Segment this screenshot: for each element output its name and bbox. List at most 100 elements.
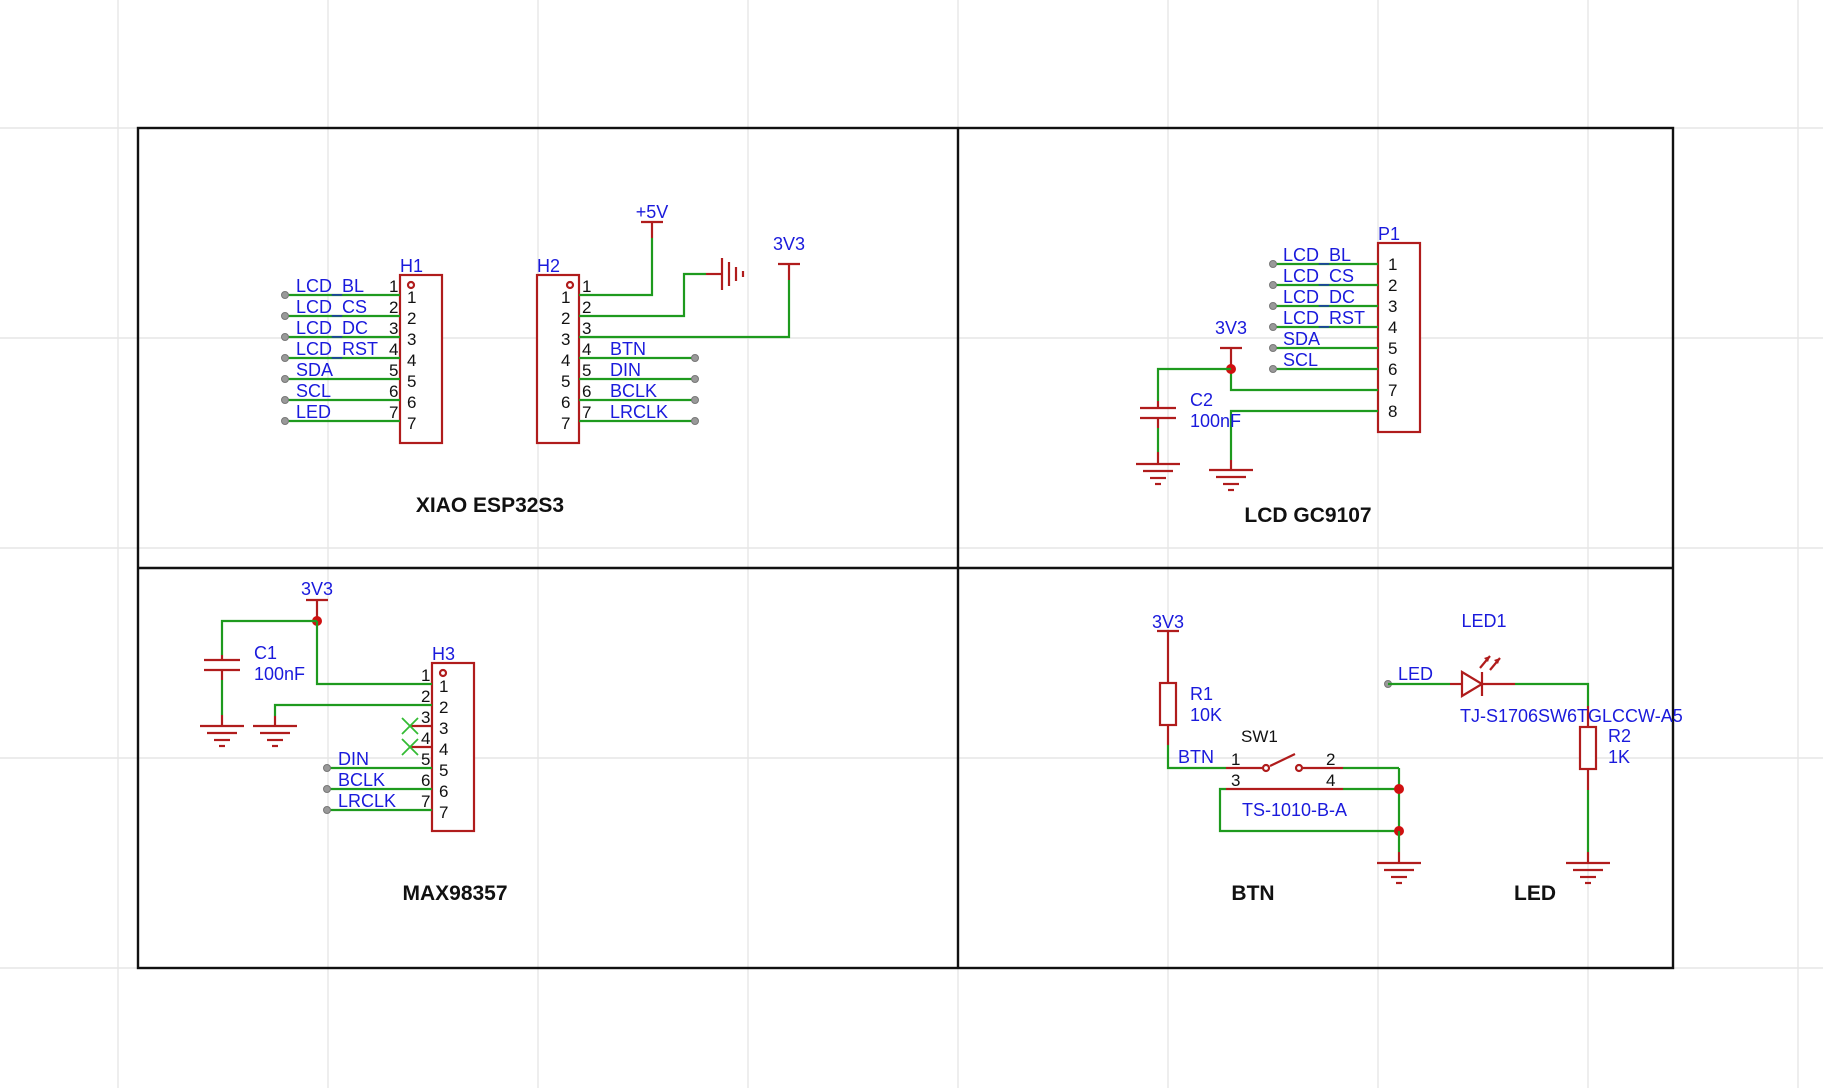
section-title-amp: MAX98357 [402,882,507,905]
sw1-part: TS-1010-B-A [1242,800,1347,820]
pin-number: 5 [407,372,416,391]
pin-number: 5 [561,372,570,391]
pin-number: 2 [421,687,430,706]
pin-number: 3 [1388,297,1397,316]
power-label-3v3: 3V3 [773,234,805,254]
pin-number: 4 [1388,318,1397,337]
section-title-lcd: LCD GC9107 [1244,504,1371,527]
net-label: LCD_BL [1283,245,1351,266]
pin-number: 4 [561,351,570,370]
pin-number: 7 [582,403,591,422]
pin-number: 3 [407,330,416,349]
pin-number: 4 [421,729,430,748]
r2-value: 1K [1608,747,1630,767]
pin-number: 6 [407,393,416,412]
pin-number: 1 [1231,750,1240,769]
btn-wires [1157,629,1421,885]
p1-ref: P1 [1378,224,1400,244]
button-circuit[interactable]: 3V3 R1 10K BTN SW1 1 2 3 4 TS-1010-B-A [1152,612,1421,885]
sw1-ref: SW1 [1241,727,1278,746]
power-label-5v: +5V [636,202,669,222]
h1-ref: H1 [400,256,423,276]
connector-h2[interactable]: H2 +5V 3V3 [535,202,805,445]
pin-number: 6 [561,393,570,412]
pin-number: 2 [582,298,591,317]
pin1-marker [438,668,448,678]
connector-h1[interactable]: H1 LCD_BL LCD_CS LCD_DC LCD_RST SDA SCL … [281,256,444,445]
pin-number: 3 [439,719,448,738]
pin1-marker [406,280,416,290]
pin-number: 1 [407,288,416,307]
led-circuit[interactable]: LED LED1 TJ-S1706SW6TGLCCW-A5 R2 1K [1384,611,1683,885]
pin-number: 4 [439,740,448,759]
section-title-xiao: XIAO ESP32S3 [416,494,564,517]
power-label-3v3: 3V3 [1152,612,1184,632]
pin-number: 3 [561,330,570,349]
r1-body[interactable] [1158,681,1178,727]
pin-number: 1 [582,277,591,296]
p1-body[interactable] [1376,241,1422,434]
net-label: LCD_RST [296,339,378,360]
net-label-btn: BTN [1178,747,1214,767]
net-label: LED [296,402,331,422]
led-diode-icon[interactable] [1460,670,1485,698]
pin-number: 2 [1326,750,1335,769]
net-label: LCD_CS [296,297,367,318]
pin-number: 6 [582,382,591,401]
pin-number: 3 [1231,771,1240,790]
pin-number: 1 [389,277,398,296]
net-label-led: LED [1398,664,1433,684]
h3-wires [200,598,432,814]
pin-number: 2 [439,698,448,717]
power-label-3v3: 3V3 [301,579,333,599]
pin-number: 3 [389,319,398,338]
pin-number: 2 [1388,276,1397,295]
pin-number: 3 [421,708,430,727]
p1-wires [1136,260,1378,492]
h3-body[interactable] [430,661,476,833]
r1-ref: R1 [1190,684,1213,704]
net-label: BCLK [338,770,385,790]
net-label: LCD_BL [296,276,364,297]
section-title-led: LED [1514,882,1556,905]
pin-number: 6 [421,771,430,790]
net-label: LRCLK [610,402,668,422]
net-label: LCD_DC [1283,287,1355,308]
pin-number: 4 [1326,771,1335,790]
h2-body[interactable] [535,273,581,445]
pin-number: 7 [421,792,430,811]
pin-number: 6 [1388,360,1397,379]
net-label: LCD_CS [1283,266,1354,287]
r2-body[interactable] [1578,725,1598,771]
pin-number: 5 [421,750,430,769]
c2-value: 100nF [1190,411,1241,431]
net-label: SCL [296,381,331,401]
r1-value: 10K [1190,705,1222,725]
net-label: SDA [1283,329,1320,349]
pin-number: 5 [1388,339,1397,358]
pin-number: 2 [389,298,398,317]
h1-body[interactable] [398,273,444,445]
net-label: SDA [296,360,333,380]
led1-ref: LED1 [1461,611,1506,631]
pin1-marker [565,280,575,290]
net-label: LRCLK [338,791,396,811]
pin-number: 1 [1388,255,1397,274]
pin-number: 6 [439,782,448,801]
pin-number: 3 [582,319,591,338]
connector-p1[interactable]: P1 [1136,224,1422,492]
pin-number: 5 [389,361,398,380]
connector-h3[interactable]: H3 [200,579,476,833]
r2-ref: R2 [1608,726,1631,746]
pin-number: 1 [421,666,430,685]
h1-wires [281,291,400,425]
net-label: DIN [338,749,369,769]
pin-number: 7 [561,414,570,433]
section-frames [136,126,1675,970]
pin-number: 1 [439,677,448,696]
pin-number: 8 [1388,402,1397,421]
pin-number: 4 [407,351,416,370]
